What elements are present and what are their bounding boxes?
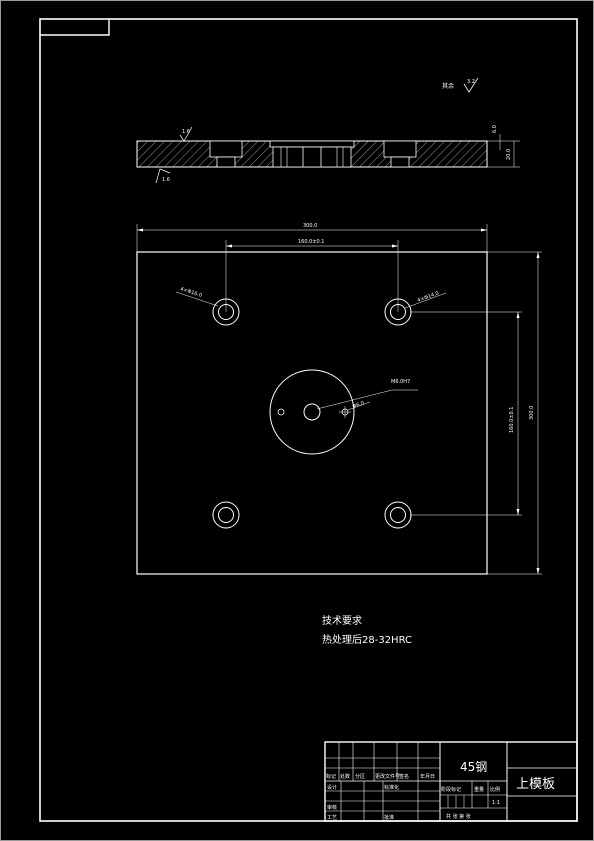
section-counterbore-right [383,140,417,158]
reversed-code-box [40,19,110,36]
dim-center-thread: M6.0H7 [391,379,410,385]
title-block-text: 45钢 上模板 标记 处数 分区 更改文件号 签名 年月日 设计 标准化 审核 … [326,760,555,821]
dim-overall-width: 300.0 [303,223,317,229]
tb-sheet-label: 共 张 第 张 [446,813,471,820]
notes-title: 技术要求 [322,614,362,627]
tb-label-stage-mark: 阶段标记 [441,786,461,793]
tb-label-zone: 分区 [355,773,365,780]
roughness-bottom-icon [155,168,171,184]
section-center-pin [302,146,322,168]
section-center-recess [269,140,355,148]
tb-label-standardize: 标准化 [384,784,399,791]
material-label: 45钢 [460,760,487,774]
title-block [324,741,578,822]
tb-label-scale: 比例 [490,786,500,793]
section-view: 6.0 20.0 1.6 1.6 [136,125,520,184]
section-dim-thickness-a: 6.0 [492,125,498,133]
surface-finish-note: 其余 3.2 [442,77,479,93]
section-bore-left [216,156,236,168]
section-roughness-bottom: 1.6 [162,177,170,183]
part-name-label: 上模板 [516,777,555,792]
corner-hole-top-left [212,298,240,326]
tb-scale-value: 1:1 [492,800,500,806]
dim-center-small: Φ6.0 [352,401,365,410]
tb-label-count: 处数 [340,773,350,780]
tb-label-designer: 设计 [327,784,337,791]
tb-label-mark: 标记 [326,773,336,780]
tb-label-change-doc: 更改文件号 [375,773,400,780]
tb-label-date: 年月日 [420,773,435,780]
roughness-symbol-icon [463,77,479,93]
corner-hole-bottom-right [384,501,412,529]
dim-hole-spacing-y: 160.0±0.1 [509,407,515,433]
roughness-top-icon [179,126,193,142]
surface-finish-value: 3.2 [467,79,475,85]
dim-corner-hole-right: 4×Φ14.0 [417,291,440,304]
tb-label-signature: 签名 [399,773,409,780]
plate-outline [136,251,488,575]
notes-line-1: 热处理后28-32HRC [322,633,412,646]
center-boss [269,369,355,455]
section-dim-thickness-b: 20.0 [506,149,512,160]
surface-finish-label: 其余 [442,82,454,90]
dim-overall-height: 300.0 [529,406,535,420]
section-bore-right [390,156,410,168]
corner-hole-top-right [384,298,412,326]
dim-hole-spacing-x: 160.0±0.1 [298,239,324,245]
tb-label-review: 审核 [327,804,337,811]
frame-border [39,18,578,822]
tb-label-process: 工艺 [327,815,337,821]
plan-view: 300.0 160.0±0.1 300.0 160.0±0.1 [136,223,542,575]
section-roughness-top: 1.6 [182,129,190,135]
corner-hole-bottom-left [212,501,240,529]
section-counterbore-left [209,140,243,158]
tb-label-weight: 重量 [474,786,484,793]
tb-label-approve: 批准 [384,814,394,821]
